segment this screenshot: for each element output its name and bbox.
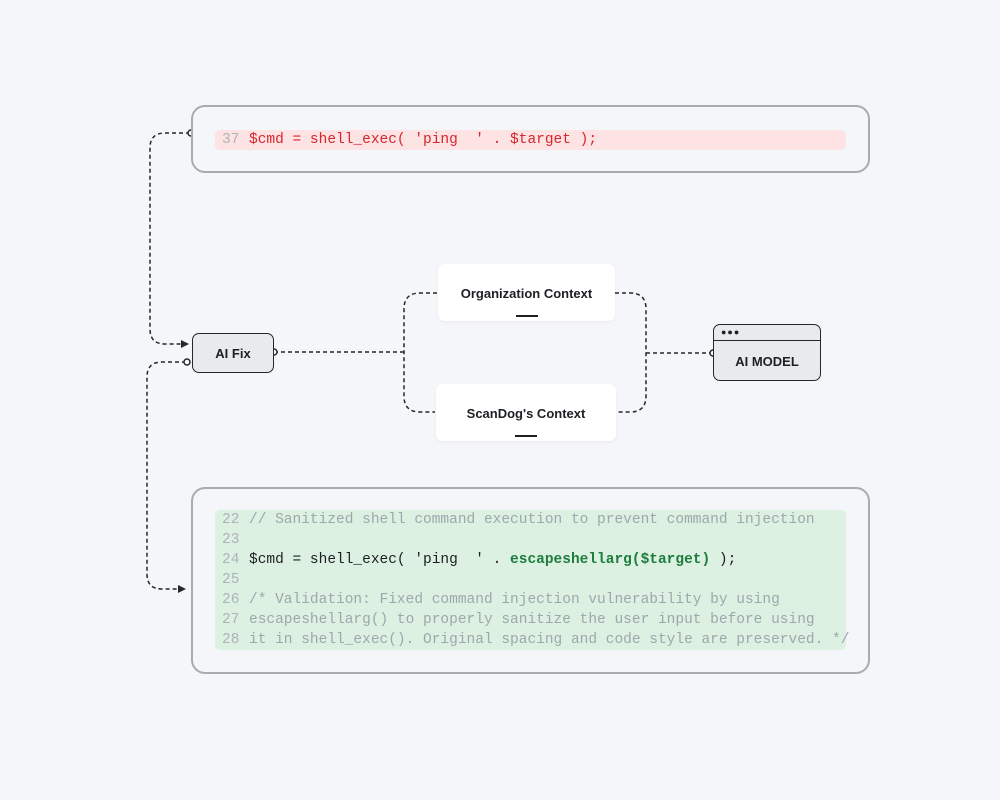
scandog-context-label: ScanDog's Context <box>466 406 586 421</box>
window-dots-icon: ●●● <box>721 327 741 337</box>
organization-context-label: Organization Context <box>460 286 593 301</box>
scandog-context-card: ScanDog's Context <box>436 384 616 441</box>
connector-ai-fix-to-fixed-code <box>146 361 186 593</box>
connector-branch-left <box>403 292 437 413</box>
line-number: 23 <box>222 532 240 548</box>
code-text: /* Validation: Fixed command injection v… <box>249 592 780 608</box>
ai-model-node: ●●● AI MODEL <box>713 324 821 381</box>
original-code-block: 37 $cmd = shell_exec( 'ping ' . $target )… <box>215 130 846 150</box>
line-number: 37 <box>222 132 240 148</box>
organization-context-card: Organization Context <box>438 264 615 321</box>
line-number: 26 <box>222 592 240 608</box>
context-dash <box>515 315 538 317</box>
code-highlight: escapeshellarg($target) <box>510 552 711 568</box>
code-text-before: $cmd = shell_exec( 'ping ' . <box>249 552 511 568</box>
code-line: 26 /* Validation: Fixed command injection… <box>215 590 846 610</box>
context-dash <box>515 435 537 437</box>
line-number: 24 <box>222 552 240 568</box>
connector-original-to-ai-fix <box>149 132 190 348</box>
line-number: 25 <box>222 572 240 588</box>
code-line: 25 <box>215 570 846 590</box>
port-ai-fix-left <box>183 358 191 366</box>
code-line: 22 // Sanitized shell command execution t… <box>215 510 846 530</box>
window-titlebar: ●●● <box>714 325 820 341</box>
line-number: 28 <box>222 632 240 648</box>
code-text: // Sanitized shell command execution to … <box>249 512 815 528</box>
original-code-panel: 37 $cmd = shell_exec( 'ping ' . $target )… <box>191 105 870 173</box>
connector-branch-right <box>615 292 647 413</box>
code-line: 28 it in shell_exec(). Original spacing a… <box>215 630 850 650</box>
fixed-code-panel: 22 // Sanitized shell command execution t… <box>191 487 870 674</box>
code-line: 23 <box>215 530 846 550</box>
line-number: 22 <box>222 512 240 528</box>
code-text: escapeshellarg() to properly sanitize th… <box>249 612 815 628</box>
fixed-code-block: 22 // Sanitized shell command execution t… <box>215 510 850 650</box>
code-line: 37 $cmd = shell_exec( 'ping ' . $target )… <box>215 130 846 150</box>
code-text: $cmd = shell_exec( 'ping ' . escapeshell… <box>249 552 736 568</box>
code-text-after: ); <box>710 552 737 568</box>
code-line: 24 $cmd = shell_exec( 'ping ' . escapeshe… <box>215 550 846 570</box>
code-line: 27 escapeshellarg() to properly sanitize … <box>215 610 846 630</box>
line-number: 27 <box>222 612 240 628</box>
ai-fix-label: AI Fix <box>215 345 251 361</box>
ai-model-label: AI MODEL <box>735 354 799 369</box>
ai-fix-node: AI Fix <box>192 333 274 373</box>
code-text: $cmd = shell_exec( 'ping ' . $target ); <box>249 132 598 148</box>
code-text: it in shell_exec(). Original spacing and… <box>249 632 850 648</box>
